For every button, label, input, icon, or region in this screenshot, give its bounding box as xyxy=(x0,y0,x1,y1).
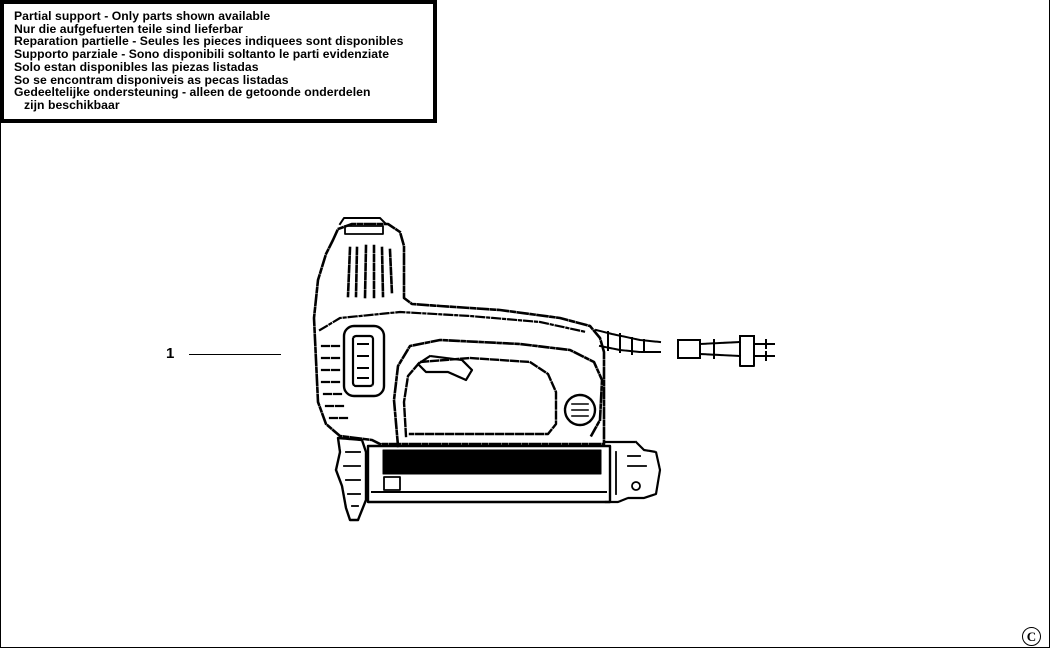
callout-leader-line xyxy=(189,354,281,355)
nose-piece xyxy=(334,436,368,522)
availability-notice: Partial support - Only parts shown avail… xyxy=(0,0,437,123)
notice-line-it: Supporto parziale - Sono disponibili sol… xyxy=(14,47,390,62)
switch-glyphs xyxy=(357,343,369,379)
notice-line-pt: So se encontram disponiveis as pecas lis… xyxy=(14,72,289,87)
dial-ticks xyxy=(571,403,589,417)
cap-ring xyxy=(344,225,384,235)
body-seam xyxy=(318,310,588,334)
notice-line-fr: Reparation partielle - Seules les pieces… xyxy=(14,34,404,49)
housing-body xyxy=(312,222,606,446)
magazine-window xyxy=(382,449,602,475)
switch-inner xyxy=(351,334,375,388)
notice-line-nl-cont: zijn beschikbaar xyxy=(24,97,120,112)
notice-line-de: Nur die aufgefuerten teile sind lieferba… xyxy=(14,21,243,36)
trigger xyxy=(416,354,474,382)
callout-number-1: 1 xyxy=(166,345,175,362)
nailer-outline-icon xyxy=(312,217,775,522)
notice-line-nl: Gedeeltelijke ondersteuning - alleen de … xyxy=(14,85,371,100)
power-cord xyxy=(594,328,662,355)
copyright-icon: C xyxy=(1022,627,1041,646)
notice-lines: Partial support - Only parts shown avail… xyxy=(14,10,403,112)
nose-details xyxy=(343,451,361,507)
notice-line-en: Partial support - Only parts shown avail… xyxy=(14,9,271,23)
notice-line-es: Solo estan disponibles las piezas listad… xyxy=(14,59,259,74)
plug xyxy=(677,335,755,367)
plug-prongs xyxy=(753,339,775,361)
cap-ribs xyxy=(346,244,394,300)
switch-panel xyxy=(342,324,386,398)
handle-loop xyxy=(392,338,604,448)
depth-dial xyxy=(563,393,597,427)
side-ribs xyxy=(320,344,350,420)
handle-inner xyxy=(402,356,558,438)
magazine-label-box xyxy=(383,476,401,491)
magazine-endcap xyxy=(602,440,662,504)
endcap-details xyxy=(615,451,647,495)
cap-top xyxy=(338,217,388,226)
magazine xyxy=(366,444,612,504)
